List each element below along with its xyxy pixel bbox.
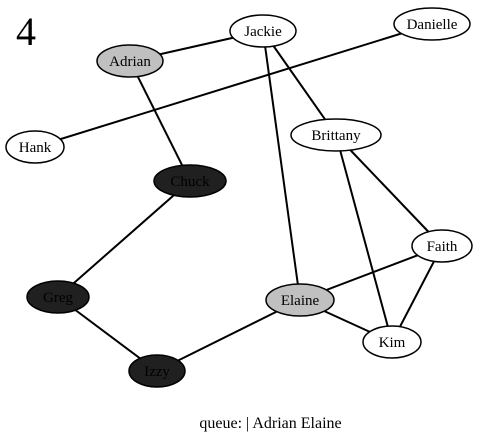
node-label: Jackie xyxy=(244,24,282,40)
node-elaine: Elaine xyxy=(265,283,335,317)
edge-danielle-hank xyxy=(34,23,433,148)
node-kim: Kim xyxy=(362,325,422,359)
node-adrian: Adrian xyxy=(96,44,164,78)
node-ellipse xyxy=(411,229,473,263)
node-ellipse xyxy=(5,130,65,164)
node-label: Kim xyxy=(379,335,406,351)
edge-jackie-brittany xyxy=(262,30,337,136)
node-ellipse xyxy=(362,325,422,359)
edge-adrian-chuck xyxy=(129,60,191,182)
node-ellipse xyxy=(96,44,164,78)
node-ellipse xyxy=(26,280,90,314)
node-label: Izzy xyxy=(144,364,170,380)
edges-layer xyxy=(34,23,443,372)
node-faith: Faith xyxy=(411,229,473,263)
node-hank: Hank xyxy=(5,130,65,164)
node-label: Danielle xyxy=(407,17,458,33)
node-brittany: Brittany xyxy=(290,118,382,152)
node-danielle: Danielle xyxy=(393,7,471,41)
edge-chuck-greg xyxy=(57,180,191,298)
node-ellipse xyxy=(229,14,297,48)
edge-brittany-kim xyxy=(335,134,393,343)
node-label: Brittany xyxy=(311,128,361,144)
edge-brittany-faith xyxy=(335,134,443,247)
edge-jackie-elaine xyxy=(262,30,301,301)
node-label: Greg xyxy=(43,290,73,306)
node-izzy: Izzy xyxy=(128,354,186,388)
node-ellipse xyxy=(153,164,227,198)
node-label: Chuck xyxy=(170,174,210,190)
node-label: Faith xyxy=(427,239,458,255)
step-number: 4 xyxy=(16,9,36,54)
node-label: Elaine xyxy=(281,293,320,309)
node-jackie: Jackie xyxy=(229,14,297,48)
node-ellipse xyxy=(265,283,335,317)
node-greg: Greg xyxy=(26,280,90,314)
node-ellipse xyxy=(393,7,471,41)
node-ellipse xyxy=(128,354,186,388)
node-label: Hank xyxy=(19,140,52,156)
queue-status: queue: | Adrian Elaine xyxy=(199,415,342,432)
node-ellipse xyxy=(290,118,382,152)
node-chuck: Chuck xyxy=(153,164,227,198)
node-label: Adrian xyxy=(109,54,151,70)
